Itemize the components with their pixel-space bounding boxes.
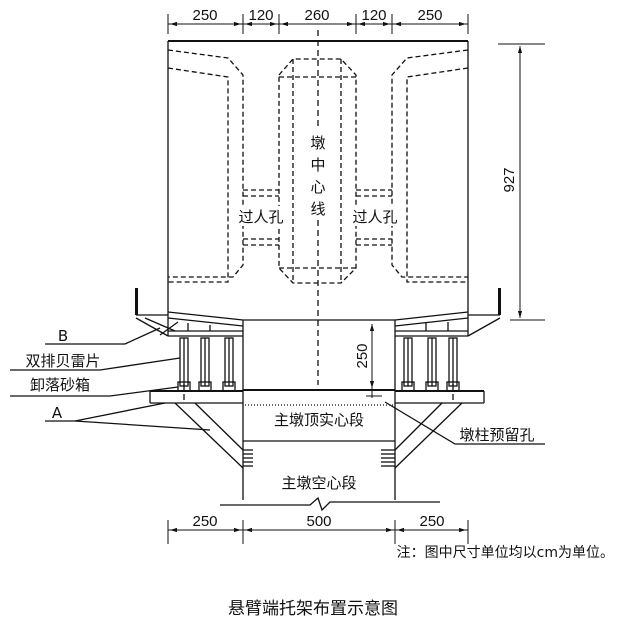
pier-top-block (242, 319, 396, 500)
dim-top-1: 250 (192, 7, 217, 24)
svg-text:墩: 墩 (310, 134, 325, 152)
left-anchor-plate (243, 449, 253, 467)
center-cell-dashed (278, 58, 357, 284)
svg-text:中: 中 (310, 156, 325, 174)
left-leaders: B 双排贝雷片 卸落砂箱 A (10, 327, 211, 431)
svg-text:线: 线 (310, 200, 325, 218)
dim-top-3: 260 (304, 7, 329, 24)
dim-top-4: 120 (361, 7, 386, 24)
right-anchor-plate (381, 449, 395, 467)
svg-text:927: 927 (501, 167, 518, 192)
figure-title: 悬臂端托架布置示意图 (228, 599, 398, 619)
manhole-labels: 过人孔 过人孔 (236, 206, 400, 226)
manhole-left-label: 过人孔 (238, 208, 283, 226)
manhole-right-dashed (356, 189, 392, 246)
top-dimension-line: 250 120 260 120 250 (167, 7, 469, 34)
left-bracket (135, 288, 253, 469)
left-bailey-columns (179, 337, 234, 387)
label-double-bailey: 双排贝雷片 (25, 352, 100, 370)
right-bracket (381, 288, 501, 469)
hollow-segment-label: 主墩空心段 (281, 474, 356, 492)
svg-text:250: 250 (354, 343, 371, 368)
break-line (220, 496, 440, 512)
units-note: 注：图中尺寸单位均以cm为单位。 (397, 545, 614, 561)
reserved-hole-label: 墩柱预留孔 (459, 426, 534, 444)
label-A: A (52, 404, 63, 422)
pier-centerline-label: 墩 中 心 线 (309, 130, 327, 220)
manhole-right-label: 过人孔 (352, 208, 397, 226)
left-cell-dashed (167, 49, 244, 283)
right-cell-dashed (391, 49, 469, 283)
bottom-dimension-line: 250 500 250 (167, 513, 469, 544)
dim-bottom-3: 250 (419, 513, 444, 530)
right-dimension-927: 927 (498, 43, 545, 321)
label-sand-box: 卸落砂箱 (30, 376, 90, 394)
dim-top-2: 120 (248, 7, 273, 24)
svg-text:心: 心 (310, 178, 325, 196)
inner-dimension-250: 250 (354, 324, 382, 398)
manhole-left-dashed (243, 189, 279, 246)
label-B: B (58, 327, 68, 345)
reserved-hole-leader (384, 401, 545, 445)
dim-top-5: 250 (417, 7, 442, 24)
right-bailey-columns (403, 337, 458, 387)
solid-segment-label: 主墩顶实心段 (274, 411, 364, 429)
dim-bottom-2: 500 (306, 513, 331, 530)
dim-bottom-1: 250 (192, 513, 217, 530)
